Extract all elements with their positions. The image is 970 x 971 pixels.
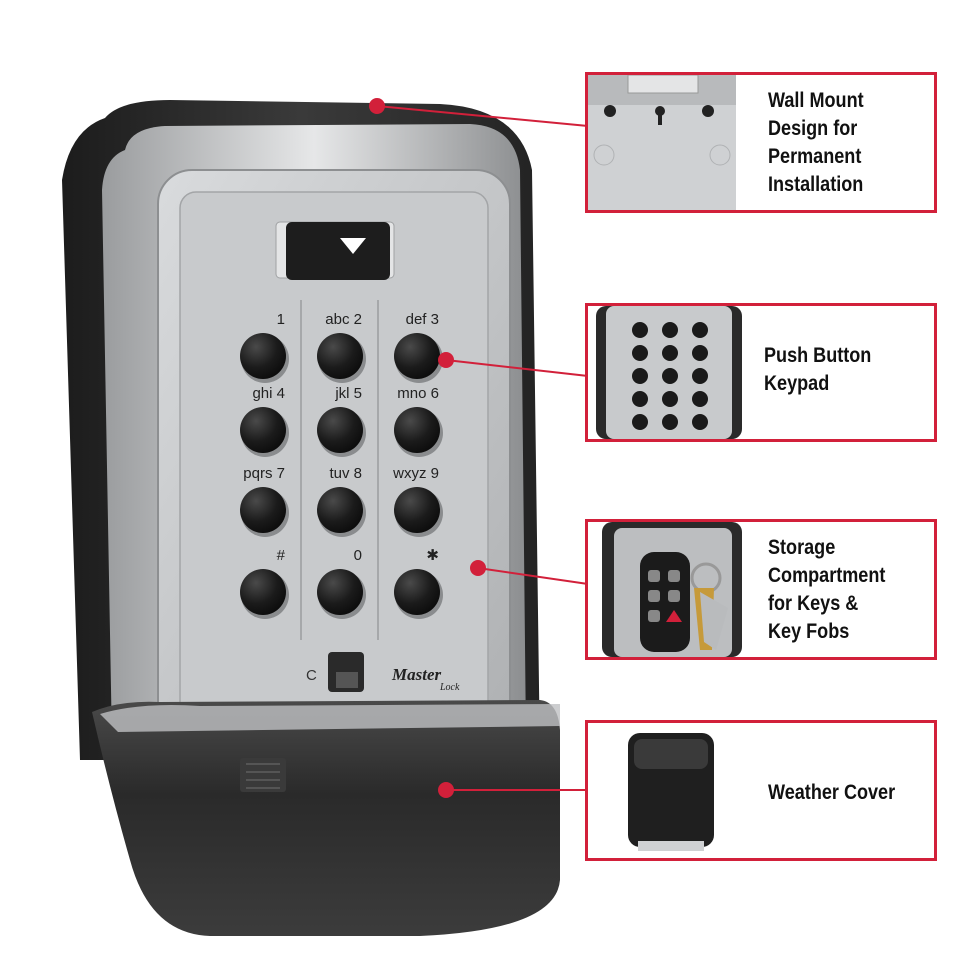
mini-keypad-button — [662, 345, 678, 361]
keypad-key-11[interactable]: 0 — [317, 547, 366, 619]
mini-keypad-button — [632, 345, 648, 361]
mini-keypad-button — [692, 414, 708, 430]
callout-storage: Storage Compartment for Keys & Key Fobs — [585, 519, 937, 660]
keypad-key-label: ghi 4 — [252, 385, 285, 402]
wall-mount-thumbnail — [588, 75, 736, 210]
mini-keypad-button — [692, 322, 708, 338]
keypad-key-label: abc 2 — [325, 311, 362, 328]
keypad-key-label: tuv 8 — [329, 465, 362, 482]
keypad-key-label: wxyz 9 — [392, 465, 439, 482]
keypad-key-label: ✱ — [426, 547, 439, 564]
mini-keypad-button — [692, 391, 708, 407]
keypad-key-label: mno 6 — [397, 385, 439, 402]
mini-keypad-button — [662, 414, 678, 430]
keypad: 1 abc 2 def 3 ghi 4 jkl 5 mno 6 pqrs 7 tuv 8 wxy… — [240, 311, 443, 619]
arrow-down-icon — [340, 238, 366, 254]
callout-label-wall-mount: Wall Mount Design for Permanent Installa… — [768, 89, 864, 196]
key-fob — [640, 552, 690, 652]
callout-label-keypad: Push Button Keypad — [764, 344, 872, 395]
keypad-button — [240, 487, 286, 533]
callout-wall-mount: Wall Mount Design for Permanent Installa… — [585, 72, 937, 213]
keypad-button — [240, 333, 286, 379]
callout-label-storage: Storage Compartment for Keys & Key Fobs — [768, 536, 886, 643]
weather-cover-open — [92, 700, 560, 936]
weather-cover-thumbnail — [588, 723, 748, 858]
keypad-button — [240, 569, 286, 615]
keypad-key-10[interactable]: # — [240, 547, 289, 619]
mini-keypad-button — [632, 368, 648, 384]
keypad-button — [317, 333, 363, 379]
keypad-thumbnail — [588, 306, 750, 439]
keypad-key-9[interactable]: wxyz 9 — [392, 465, 443, 537]
mini-keypad-button — [662, 391, 678, 407]
mini-keypad-button — [662, 322, 678, 338]
silver-key — [700, 592, 728, 650]
keypad-key-label: # — [277, 547, 286, 564]
keypad-key-7[interactable]: pqrs 7 — [240, 465, 289, 537]
callout-keypad: Push Button Keypad — [585, 303, 937, 442]
keypad-button — [394, 333, 440, 379]
keypad-key-8[interactable]: tuv 8 — [317, 465, 366, 537]
brand-top: Master — [391, 665, 442, 684]
warning-icon — [666, 610, 682, 622]
brand-bottom: Lock — [439, 682, 460, 693]
keypad-key-label: def 3 — [406, 311, 439, 328]
dot-wall-mount — [369, 98, 385, 114]
mini-keypad-button — [692, 345, 708, 361]
leader-lines — [376, 105, 589, 791]
keypad-button — [317, 487, 363, 533]
dot-weather-cover — [438, 782, 454, 798]
reset-label: C — [306, 667, 317, 684]
latch-button — [286, 222, 390, 280]
mini-keypad-button — [632, 322, 648, 338]
callout-weather-cover: Weather Cover — [585, 720, 937, 861]
keypad-button — [394, 487, 440, 533]
keypad-key-label: 1 — [277, 311, 285, 328]
mini-keypad-button — [692, 368, 708, 384]
keypad-button — [394, 407, 440, 453]
dot-keypad — [438, 352, 454, 368]
keypad-key-1[interactable]: 1 — [240, 311, 289, 383]
keypad-key-5[interactable]: jkl 5 — [317, 385, 366, 457]
mini-keypad-button — [662, 368, 678, 384]
keyhole-icon — [655, 106, 665, 116]
keypad-button — [240, 407, 286, 453]
keypad-key-2[interactable]: abc 2 — [317, 311, 366, 383]
keypad-button — [317, 407, 363, 453]
keypad-key-label: jkl 5 — [334, 385, 362, 402]
storage-thumbnail — [588, 522, 748, 657]
mini-keypad-button — [632, 414, 648, 430]
keypad-button — [317, 569, 363, 615]
keypad-key-12[interactable]: ✱ — [394, 547, 443, 619]
keypad-key-6[interactable]: mno 6 — [394, 385, 443, 457]
keypad-button — [394, 569, 440, 615]
leader-dots — [369, 98, 486, 798]
callout-label-weather-cover: Weather Cover — [768, 781, 896, 804]
mini-keypad-button — [632, 391, 648, 407]
keypad-key-label: 0 — [354, 547, 362, 564]
dot-storage — [470, 560, 486, 576]
keypad-key-4[interactable]: ghi 4 — [240, 385, 289, 457]
keypad-key-label: pqrs 7 — [243, 465, 285, 482]
keypad-key-3[interactable]: def 3 — [394, 311, 443, 383]
